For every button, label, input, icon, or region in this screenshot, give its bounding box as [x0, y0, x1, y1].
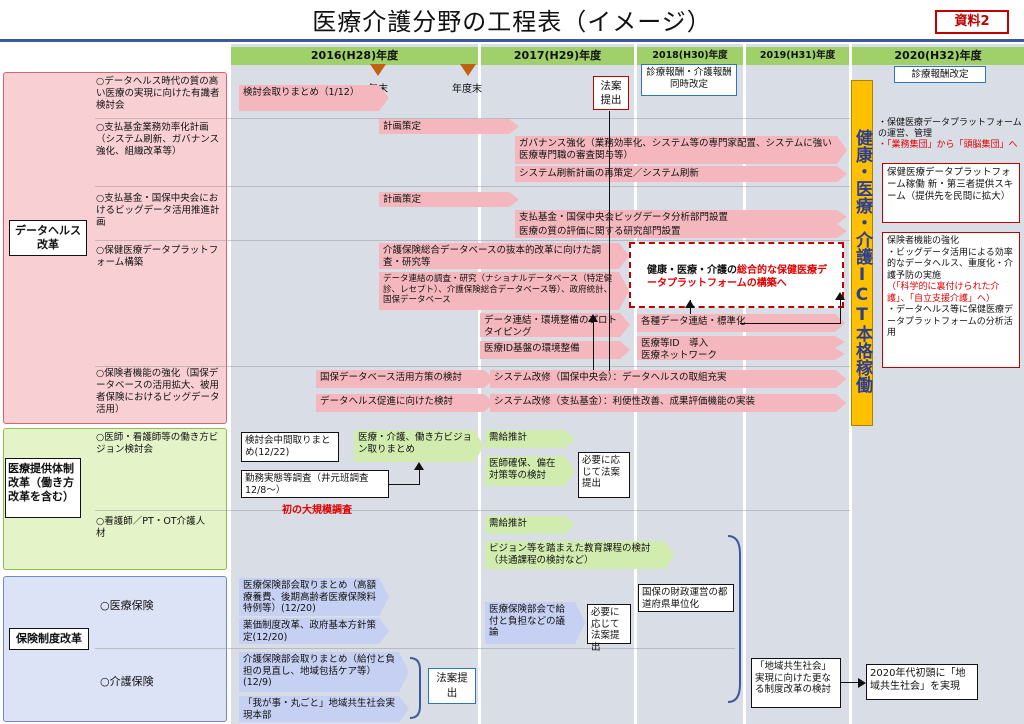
revision-2018-box: 診療報酬・介護報酬同時改定	[641, 64, 737, 96]
roadmap-arrow: データヘルス促進に向けた検討	[316, 394, 494, 412]
row-separator	[95, 240, 850, 241]
right-note-text: ・「業務集団」から「頭脳集団」へ	[878, 140, 1018, 150]
topic-label: ○支払基金業務効率化計画（システム刷新、ガバナンス強化、組織改革等）	[96, 122, 220, 157]
insurance-box: 必要に応じて法案提出	[587, 604, 631, 653]
milestone-fiscal-year-end-icon	[460, 64, 476, 76]
roadmap-arrow: 医療保険部会取りまとめ（高額療養費、後期高齢者医療保険料特例等）(12/20)	[239, 578, 389, 616]
roadmap-arrow: 医療保険部会で給付と負担などの議論	[485, 602, 585, 644]
topic-label: ○保健医療データプラットフォーム構築	[96, 245, 219, 268]
roadmap-arrow: システム刷新計画の再策定／システム刷新	[515, 166, 847, 182]
right-box-text: （「科学的に裏付けられた介護」、「自立支援介護」へ）	[887, 282, 1000, 304]
row-separator	[95, 366, 850, 367]
roadmap-arrow: 介護保険部会取りまとめ（給付と負担の見直し、地域包括ケア等）(12/9)	[239, 652, 409, 692]
roadmap-arrow: 需給推計	[485, 430, 575, 448]
roadmap-arrow: 計画策定	[379, 119, 519, 134]
topic-label: ○データヘルス時代の質の高い医療の実現に向けた有識者検討会	[96, 76, 220, 111]
document-badge: 資料2	[935, 10, 1009, 34]
topic-label: ○医療保険	[100, 599, 154, 612]
roadmap-arrow: 需給推計	[485, 516, 575, 534]
platform-text-highlight: 総合的な保健医療データプラットフォームの構築へ	[647, 265, 827, 289]
insurance-box: 法案提出	[428, 668, 476, 704]
row-separator	[95, 510, 850, 511]
year-header-2017: 2017(H29)年度	[481, 47, 634, 65]
right-box-platform: 保健医療データプラットフォーム稼働 新・第三者提供スキーム（提供先を民間に拡大）	[882, 163, 1020, 223]
title-underline	[0, 39, 1024, 42]
milestone-year-end-icon	[370, 64, 386, 76]
year-header-2019: 2019(H31)年度	[746, 47, 849, 65]
connector-line	[419, 466, 420, 485]
topic-label: ○介護保険	[100, 675, 154, 688]
roadmap-arrow: 介護保険総合データベースの抜本的改革に向けた調査・研究等	[379, 243, 629, 269]
roadmap-arrow: ビジョン等を踏まえた教育課程の検討（共通課程の検討など）	[485, 541, 675, 569]
insurance-box: 2020年代初頭に「地域共生社会」を実現	[866, 664, 978, 700]
milestone-fiscal-year-end-label: 年度末	[452, 84, 482, 95]
connector-line	[841, 682, 861, 683]
revision-2020-box: 診療報酬改定	[894, 66, 986, 83]
connector-line	[740, 323, 840, 324]
bracket-provision	[728, 535, 741, 703]
arrow-up-icon	[835, 292, 845, 300]
provision-box: 必要に応じて法案提出	[578, 452, 630, 498]
roadmap-arrow: 「我が事・丸ごと」地域共生社会実現本部	[239, 696, 409, 722]
roadmap-arrow: データ連結・環境整備のプロトタイピング	[480, 313, 630, 337]
row-separator	[95, 118, 850, 119]
arrow-up-icon	[588, 314, 598, 322]
connector-line	[593, 318, 594, 370]
right-box-text: ・データヘルス等に保健医療データプラットフォームの分析活用	[887, 305, 1014, 338]
topic-label: ○医師・看護師等の働き方ビジョン検討会	[96, 432, 219, 455]
row-separator	[95, 648, 735, 649]
provision-box: 勤務実態等調査（井元班調査 12/8～）	[241, 470, 389, 498]
provision-box: 検討会中間取りまとめ(12/22)	[241, 432, 339, 462]
roadmap-arrow: 医療・介護、働き方ビジョン取りまとめ	[354, 430, 484, 462]
roadmap-arrow: ガバナンス強化（業務効率化、システム等の専門家配置、システムに強い医療専門職の審…	[515, 136, 847, 164]
right-box-text: 保険者機能の強化	[887, 236, 960, 246]
ict-operation-banner: 健康・医療・介護ICT本格稼働	[851, 80, 873, 426]
roadmap-arrow: 医療ネットワーク	[637, 348, 845, 360]
roadmap-arrow: 薬価制度改革、政府基本方針策定(12/20)	[239, 618, 389, 644]
roadmap-arrow: データ連結の調査・研究（ナショナルデータベース（特定健診、レセプト）、介護保険総…	[379, 272, 629, 310]
group-label-provision: 医療提供体制改革（働き方改革を含む）	[5, 458, 81, 518]
connector-line	[389, 484, 419, 485]
roadmap-arrow: 国保データベース活用方策の検討	[316, 370, 494, 388]
right-note-text: ・保健医療データプラットフォームの運営、管理	[878, 118, 1022, 139]
page-title: 医療介護分野の工程表（イメージ）	[312, 8, 712, 36]
group-label-insurance: 保険制度改革	[9, 628, 89, 650]
right-box-text: ・ビッグデータ活用による効率的なデータヘルス、重度化・介護予防の実施	[887, 247, 1014, 281]
right-note-1: ・保健医療データプラットフォームの運営、管理 ・「業務集団」から「頭脳集団」へ	[878, 118, 1024, 151]
insurance-box: 「地域共生社会」実現に向けた更なる制度改革の検討	[751, 658, 841, 708]
roadmap-arrow: 医療の質の評価に関する研究部門設置	[515, 224, 847, 238]
roadmap-arrow: システム改修（国保中央会）：データヘルスの取組充実	[490, 370, 846, 388]
roadmap-arrow: 計画策定	[379, 192, 519, 207]
year-header-2020: 2020(H32)年度	[852, 47, 1024, 65]
group-label-data-health: データヘルス改革	[9, 220, 87, 256]
arrow-right-icon	[858, 678, 866, 688]
roadmap-arrow: 医療等ID 導入	[637, 336, 845, 348]
column-2020	[852, 44, 1024, 724]
provision-note: 初の大規模調査	[282, 505, 352, 516]
roadmap-arrow: システム改修（支払基金）：利便性改善、成果評価機能の実装	[490, 394, 846, 412]
row-separator	[95, 186, 850, 187]
topic-label: ○保険者機能の強化（国保データベースの活用拡大、被用者保険におけるビッグデータ活…	[96, 368, 220, 415]
roadmap-arrow: 検討会取りまとめ（1/12）	[239, 85, 389, 111]
roadmap-arrow: 医療ID基盤の環境整備	[480, 341, 630, 359]
topic-label: ○支払基金・国保中央会におけるビッグデータ活用推進計画	[96, 193, 220, 228]
arrow-up-icon	[685, 300, 695, 308]
roadmap-arrow: 医師確保、偏在対策等の検討	[485, 456, 575, 486]
bracket-insurance	[410, 657, 421, 719]
right-box-insurer: 保険者機能の強化 ・ビッグデータ活用による効率的なデータヘルス、重度化・介護予防…	[882, 232, 1020, 368]
arrow-up-icon	[414, 462, 424, 470]
connector-line	[609, 111, 610, 371]
bill-box: 法案提出	[593, 76, 629, 110]
insurance-box: 国保の財政運営の都道府県単位化	[638, 584, 734, 612]
platform-text: 健康・医療・介護の	[647, 265, 737, 276]
connector-line	[840, 296, 841, 324]
platform-box: 健康・医療・介護の総合的な保健医療データプラットフォームの構築へ	[629, 242, 844, 308]
year-header-2016: 2016(H28)年度	[231, 47, 478, 65]
topic-label: ○看護師／PT・OT介護人材	[96, 516, 206, 539]
year-header-2018: 2018(H30)年度	[637, 47, 743, 65]
roadmap-arrow: 支払基金・国保中央会ビッグデータ分析部門設置	[515, 210, 847, 224]
